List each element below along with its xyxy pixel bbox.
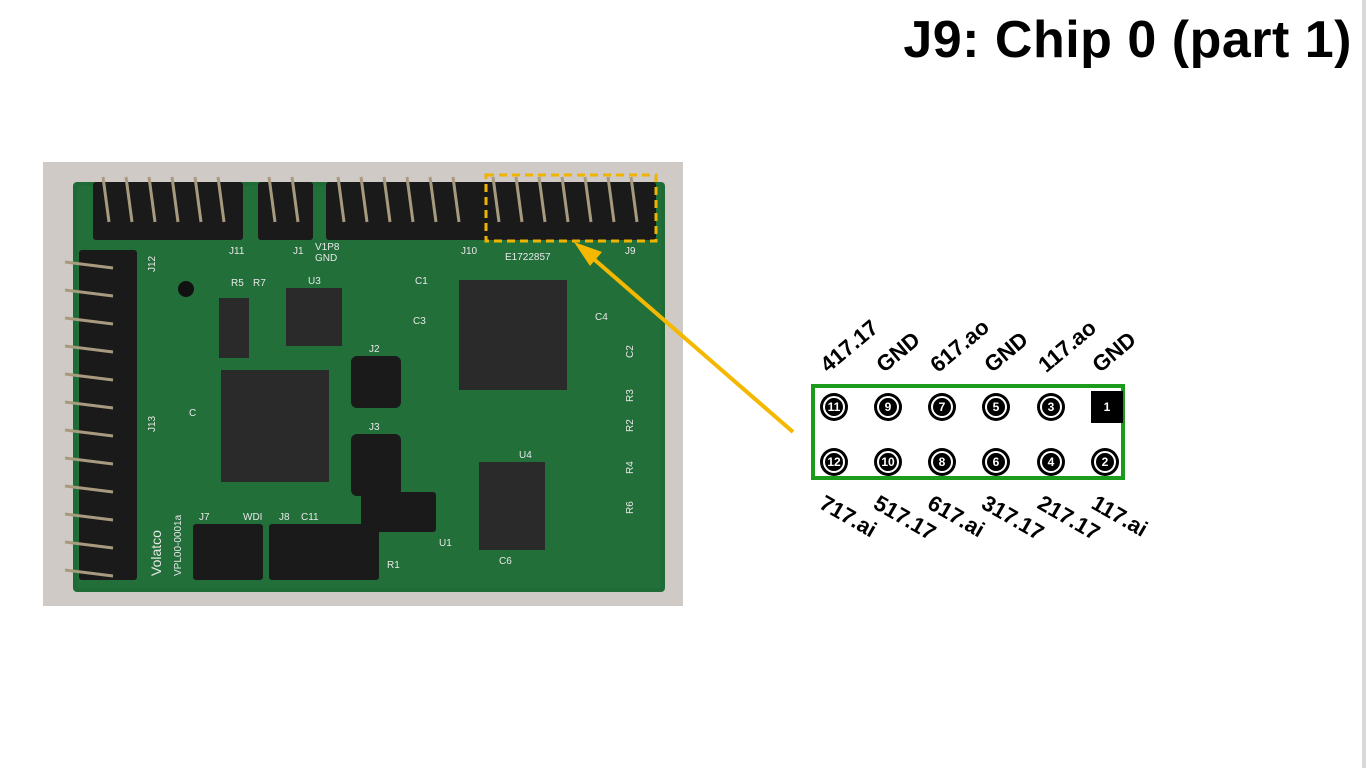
pin-7: 7 <box>928 393 956 421</box>
svg-text:C3: C3 <box>413 316 426 327</box>
svg-text:U1: U1 <box>439 538 452 549</box>
pin-8: 8 <box>928 448 956 476</box>
chip-large-left <box>221 370 329 482</box>
svg-text:Volatco: Volatco <box>148 530 164 576</box>
svg-text:VPL00-0001a: VPL00-0001a <box>173 514 184 576</box>
svg-text:E1722857: E1722857 <box>505 252 551 263</box>
pin-6: 6 <box>982 448 1010 476</box>
chip-large-right <box>459 280 567 390</box>
svg-text:J1: J1 <box>293 246 304 257</box>
signal-label-pin-12: 717.ai <box>815 490 881 543</box>
svg-text:J8: J8 <box>279 512 290 523</box>
svg-text:R1: R1 <box>387 560 400 571</box>
pin-4: 4 <box>1037 448 1065 476</box>
svg-text:C1: C1 <box>415 276 428 287</box>
svg-text:V1P8: V1P8 <box>315 242 340 253</box>
pin-5: 5 <box>982 393 1010 421</box>
chip-u4 <box>479 462 545 550</box>
pin-11: 11 <box>820 393 848 421</box>
signal-label-pin-7: 617.ao <box>925 314 994 378</box>
svg-text:J11: J11 <box>229 246 245 257</box>
svg-text:U3: U3 <box>308 276 321 287</box>
svg-text:R5: R5 <box>231 278 244 289</box>
svg-text:J2: J2 <box>369 344 380 355</box>
board-photo: J11 J1 V1P8 GND J10 J9 E1722857 U3 R5 R7… <box>43 162 683 606</box>
pin-12: 12 <box>820 448 848 476</box>
svg-text:C4: C4 <box>595 312 608 323</box>
pin-2: 2 <box>1091 448 1119 476</box>
svg-text:J12: J12 <box>147 255 158 272</box>
left-header-pins <box>79 250 137 580</box>
svg-text:C11: C11 <box>301 512 319 523</box>
svg-text:C2: C2 <box>625 345 636 358</box>
signal-label-pin-11: 417.17 <box>815 314 883 378</box>
slide-title: J9: Chip 0 (part 1) <box>903 11 1352 69</box>
jumper-j3 <box>351 434 401 496</box>
pin-9: 9 <box>874 393 902 421</box>
slide-edge <box>1362 0 1366 768</box>
svg-text:R7: R7 <box>253 278 266 289</box>
svg-text:J3: J3 <box>369 422 380 433</box>
svg-text:R2: R2 <box>625 419 636 432</box>
svg-text:R4: R4 <box>625 461 636 474</box>
pin-3: 3 <box>1037 393 1065 421</box>
svg-text:J9: J9 <box>625 246 636 257</box>
signal-label-pin-6: 317.17 <box>977 490 1049 546</box>
pin-1: 1 <box>1091 391 1123 423</box>
svg-text:J13: J13 <box>147 415 158 432</box>
svg-text:C: C <box>189 408 196 419</box>
j9-connector-outline <box>811 384 1125 480</box>
svg-text:J10: J10 <box>461 246 478 257</box>
svg-text:R6: R6 <box>625 501 636 514</box>
svg-text:GND: GND <box>315 253 337 264</box>
svg-text:C6: C6 <box>499 556 512 567</box>
jumper-j2 <box>351 356 401 408</box>
signal-label-pin-3: 117.ao <box>1033 314 1101 378</box>
pin-10: 10 <box>874 448 902 476</box>
svg-text:J7: J7 <box>199 512 210 523</box>
svg-text:U4: U4 <box>519 450 532 461</box>
chip-u3 <box>286 288 342 346</box>
svg-text:R3: R3 <box>625 389 636 402</box>
svg-text:WDI: WDI <box>243 512 262 523</box>
